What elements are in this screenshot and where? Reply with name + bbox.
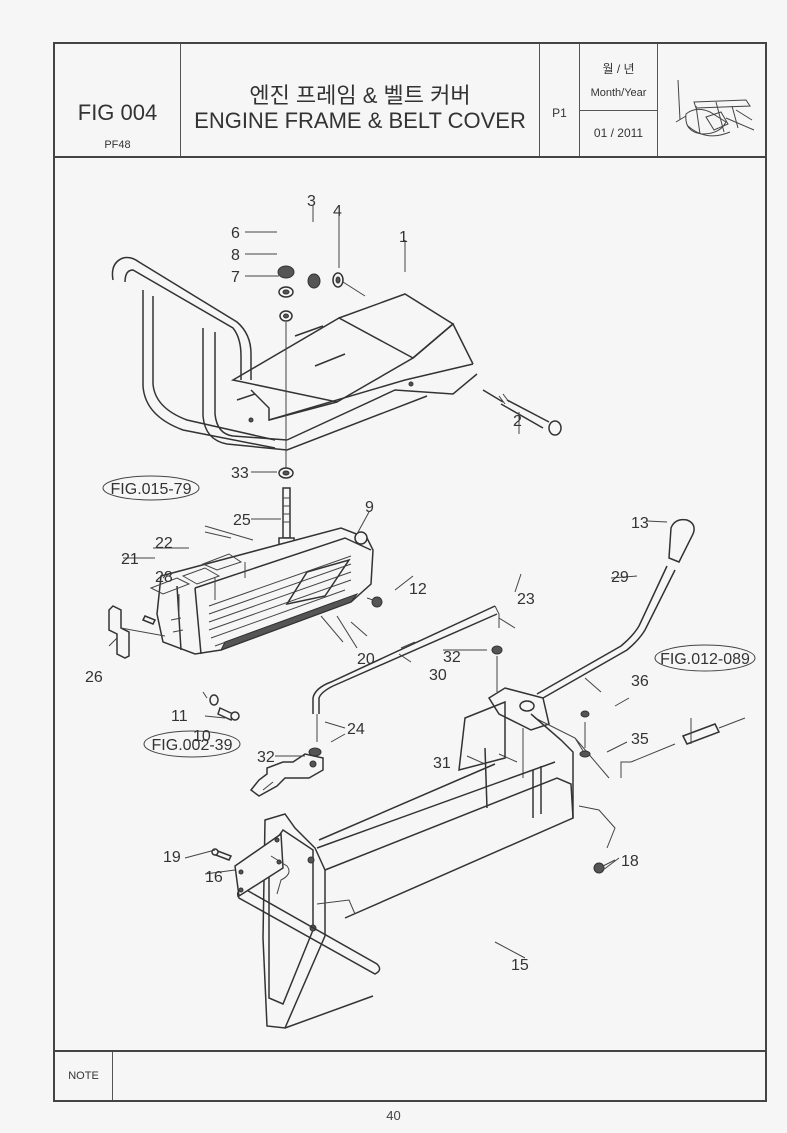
callout-15: 15 [511,957,529,974]
title-english: ENGINE FRAME & BELT COVER [194,108,526,133]
title-korean: 엔진 프레임 & 벨트 커버 [249,83,471,108]
callout-26: 26 [85,669,103,686]
parts-sheet-frame: FIG 004 PF48 엔진 프레임 & 벨트 커버 ENGINE FRAME… [53,42,767,1102]
callout-22: 22 [155,535,173,552]
note-label: NOTE [55,1052,113,1100]
belt-cover-decals [149,553,246,614]
callout-36: 36 [631,673,649,690]
part-callouts: 3 4 6 8 7 1 2 33 25 9 22 21 28 12 20 26 … [85,193,649,974]
callout-32-lower: 32 [257,749,275,766]
issue-date: 01 / 2011 [593,126,644,140]
callout-9: 9 [365,499,374,516]
callout-13: 13 [631,515,649,532]
callout-18: 18 [621,853,639,870]
callout-25: 25 [233,512,251,529]
date-cell: 월 / 년 Month/Year 01 / 2011 [580,44,658,156]
washers-32 [308,645,503,757]
ref-fig-002-39[interactable]: FIG.002-39 [152,737,233,754]
month-year-label-english: Month/Year [590,87,647,99]
callout-35: 35 [631,731,649,748]
callout-20: 20 [357,651,375,668]
ref-fig-015-79[interactable]: FIG.015-79 [111,481,192,498]
model-code: PF48 [104,139,131,151]
bracket-part-26 [108,605,166,659]
callout-8: 8 [231,247,240,264]
callout-4: 4 [333,203,342,220]
exploded-parts-diagram: FIG.015-79 FIG.012-089 FIG.002-39 3 4 6 … [55,158,765,1050]
callout-30: 30 [429,667,447,684]
plate-part-16 [211,832,290,898]
belt-cover [156,527,374,655]
callout-7: 7 [231,269,240,286]
callout-leaders [108,206,692,959]
page-number: 40 [386,1108,401,1123]
thumbnail-cell [658,44,765,156]
fig-number: FIG 004 [77,100,158,125]
callout-28: 28 [155,569,173,586]
ref-fig-012-089[interactable]: FIG.012-089 [660,651,750,668]
callout-12: 12 [409,581,427,598]
page-ref: P1 [552,106,567,120]
fig-number-cell: FIG 004 PF48 [55,44,181,156]
callout-19: 19 [163,849,181,866]
callout-2: 2 [513,413,522,430]
shift-lever [487,518,695,779]
callout-24: 24 [347,721,365,738]
callout-6: 6 [231,225,240,242]
bolt-part-18 [578,805,616,874]
callout-29: 29 [611,569,629,586]
cable-assembly [620,717,746,778]
callout-31: 31 [433,755,451,772]
callout-23: 23 [517,591,535,608]
cover-bolts [141,596,383,722]
figure-reference-ovals [102,475,756,758]
callout-10: 10 [193,728,211,745]
callout-33: 33 [231,465,249,482]
callout-32-upper: 32 [443,649,461,666]
machine-thumbnail-icon [675,79,755,137]
note-row: NOTE [55,1050,765,1100]
bolt-part-2 [482,389,562,436]
callout-1: 1 [399,229,408,246]
hardware-nuts-washers [277,265,366,479]
month-year-label-box: 월 / 년 Month/Year [580,44,657,111]
page-ref-cell: P1 [540,44,580,156]
callout-21: 21 [121,551,139,568]
callout-16: 16 [205,869,223,886]
engine-frame-guard [111,256,478,451]
callout-11: 11 [171,708,188,725]
linkage-rod-30 [312,605,516,742]
diagram-canvas: FIG.015-79 FIG.012-089 FIG.002-39 3 4 6 … [85,193,756,1029]
title-cell: 엔진 프레임 & 벨트 커버 ENGINE FRAME & BELT COVER [181,44,540,156]
month-year-label-korean: 월 / 년 [602,62,635,76]
callout-3: 3 [307,193,316,210]
sheet-header: FIG 004 PF48 엔진 프레임 & 벨트 커버 ENGINE FRAME… [55,44,765,158]
